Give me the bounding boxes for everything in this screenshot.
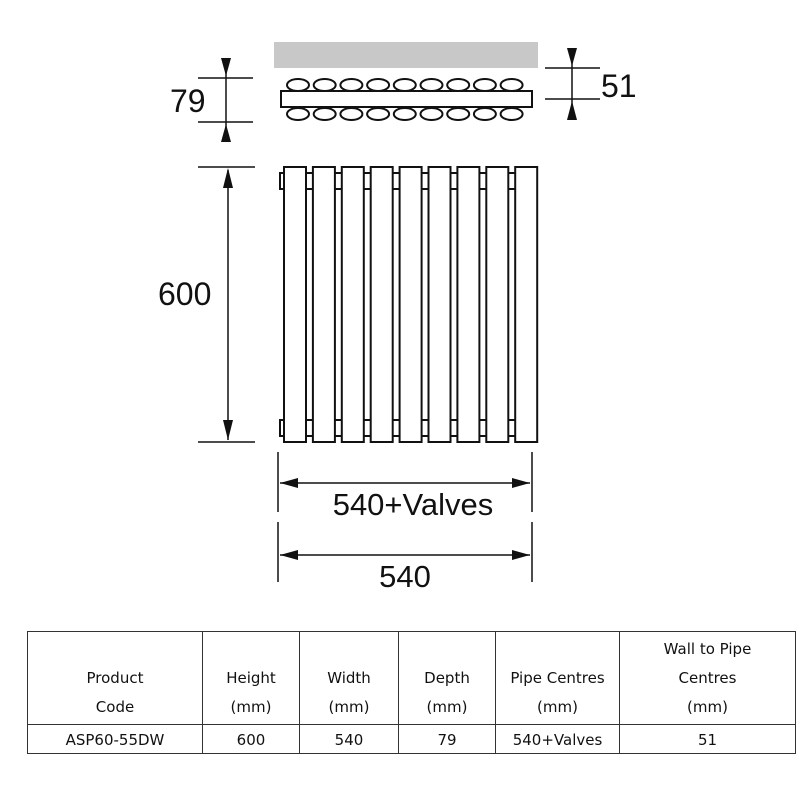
tube-section: [446, 78, 471, 92]
header-line: Centres: [678, 669, 737, 687]
tube-section: [286, 107, 310, 121]
header-line: Height: [226, 669, 276, 687]
cell-height: 600: [202, 724, 300, 754]
header-line: Depth: [424, 669, 470, 687]
radiator-column: [485, 166, 510, 443]
width-dimension: [277, 522, 533, 582]
tube-section: [392, 107, 417, 121]
tube-section: [446, 107, 471, 121]
tube-section: [286, 78, 310, 92]
tube-section: [499, 107, 524, 121]
radiator-column: [456, 166, 481, 443]
cell-product-code: ASP60-55DW: [27, 724, 203, 754]
cell-width: 540: [299, 724, 399, 754]
radiator-column: [311, 166, 336, 443]
cell-wall-to-pipe-centres: 51: [619, 724, 796, 754]
tube-section: [419, 78, 444, 92]
radiator-column: [427, 166, 452, 443]
top-view-radiator: [280, 78, 533, 121]
header-line: Code: [95, 698, 135, 716]
column-header-height: Height (mm): [202, 631, 300, 725]
column-header-pipe-centres: Pipe Centres (mm): [495, 631, 620, 725]
wall-block: [274, 42, 538, 68]
pipe-centres-label: 540+Valves: [333, 487, 494, 522]
radiator-column: [340, 166, 365, 443]
depth-dimension: [198, 58, 253, 142]
header-line: (mm): [687, 698, 728, 716]
header-line: (mm): [426, 698, 468, 716]
cell-depth: 79: [398, 724, 496, 754]
header-line: (mm): [328, 698, 370, 716]
height-dimension: [198, 166, 255, 443]
tube-section: [419, 107, 444, 121]
front-view-radiator: [279, 166, 539, 443]
wall-to-pipe-label: 51: [601, 68, 637, 104]
tube-section: [472, 107, 497, 121]
header-line: Width: [327, 669, 371, 687]
tube-section: [366, 107, 391, 121]
header-line: (mm): [537, 698, 578, 716]
tube-section: [312, 78, 337, 92]
radiator-column: [283, 166, 307, 443]
header-line: Product: [86, 669, 144, 687]
cell-pipe-centres: 540+Valves: [495, 724, 620, 754]
tube-section: [339, 107, 364, 121]
width-label: 540: [379, 559, 431, 594]
radiator-dimension-drawing: 79 51 600 540+Valves 540: [158, 42, 637, 594]
depth-label: 79: [170, 83, 206, 119]
tube-section: [339, 78, 364, 92]
header-line: Wall to Pipe: [663, 640, 752, 658]
wall-to-pipe-dimension: [545, 48, 600, 120]
tube-section: [472, 78, 497, 92]
tube-section: [312, 107, 337, 121]
radiator-column: [514, 166, 539, 443]
pipe-centres-dimension: [277, 452, 533, 512]
radiator-column: [369, 166, 394, 443]
tube-section: [366, 78, 391, 92]
header-line: Pipe Centres: [510, 669, 605, 687]
radiator-column: [398, 166, 423, 443]
tube-section: [499, 78, 524, 92]
height-label: 600: [158, 276, 211, 312]
column-header-width: Width (mm): [299, 631, 399, 725]
header-line: (mm): [230, 698, 272, 716]
tube-section: [392, 78, 417, 92]
column-header-depth: Depth (mm): [398, 631, 496, 725]
